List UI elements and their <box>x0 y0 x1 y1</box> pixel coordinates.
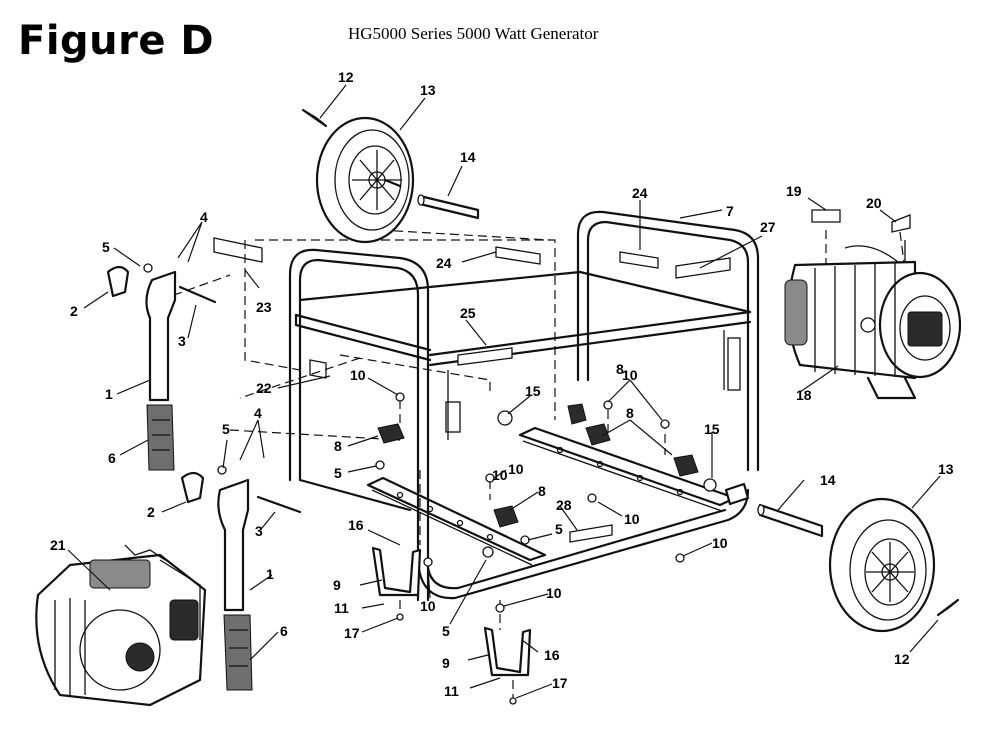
callout-6: 6 <box>280 623 288 639</box>
callout-15: 15 <box>525 383 541 399</box>
callout-numbers: 1 1 2 2 3 3 4 4 5 5 5 5 5 6 6 7 8 8 8 8 … <box>50 69 954 699</box>
callout-10: 10 <box>350 367 366 383</box>
callout-13: 13 <box>938 461 954 477</box>
callout-1: 1 <box>266 566 274 582</box>
cradle-rails <box>366 426 737 566</box>
axle-bottom <box>757 503 824 538</box>
wheel-top <box>315 116 415 244</box>
alternator <box>784 240 962 400</box>
callout-5: 5 <box>442 623 450 639</box>
diagram-title: HG5000 Series 5000 Watt Generator <box>348 24 599 43</box>
callout-9: 9 <box>333 577 341 593</box>
callout-7: 7 <box>726 203 734 219</box>
callout-3: 3 <box>255 523 263 539</box>
callout-2: 2 <box>147 504 155 520</box>
callout-16: 16 <box>348 517 364 533</box>
label-20 <box>891 214 911 233</box>
callout-25: 25 <box>460 305 476 321</box>
callout-18: 18 <box>796 387 812 403</box>
callout-4: 4 <box>254 405 262 421</box>
callout-1: 1 <box>105 386 113 402</box>
callout-27: 27 <box>760 219 776 235</box>
hardware <box>143 263 750 705</box>
callout-10: 10 <box>546 585 562 601</box>
callout-10: 10 <box>622 367 638 383</box>
callout-4: 4 <box>200 209 208 225</box>
callout-17: 17 <box>552 675 568 691</box>
callout-8: 8 <box>538 483 546 499</box>
callout-6: 6 <box>108 450 116 466</box>
callout-14: 14 <box>820 472 836 488</box>
callout-12: 12 <box>894 651 910 667</box>
callout-19: 19 <box>786 183 802 199</box>
callout-12: 12 <box>338 69 354 85</box>
callout-28: 28 <box>556 497 572 513</box>
callout-11: 11 <box>444 683 459 699</box>
callout-24: 24 <box>436 255 452 271</box>
callout-8: 8 <box>626 405 634 421</box>
handle-lower <box>180 471 302 691</box>
decals <box>213 209 911 543</box>
callout-21: 21 <box>50 537 66 553</box>
callout-8-top: 8 <box>616 361 624 377</box>
callout-5: 5 <box>555 521 563 537</box>
callout-15: 15 <box>704 421 720 437</box>
engine <box>35 544 207 707</box>
callout-10: 10 <box>624 511 640 527</box>
callout-24: 24 <box>632 185 648 201</box>
callout-2: 2 <box>70 303 78 319</box>
callout-16: 16 <box>544 647 560 663</box>
axle-top <box>417 194 480 220</box>
callout-10: 10 <box>420 598 436 614</box>
handle-upper <box>106 265 217 471</box>
callout-9: 9 <box>442 655 450 671</box>
cotter-pin-top <box>301 108 328 128</box>
callout-22: 22 <box>256 380 272 396</box>
callout-5: 5 <box>222 421 230 437</box>
callout-5: 5 <box>334 465 342 481</box>
callout-10: 10 <box>712 535 728 551</box>
callout-23: 23 <box>256 299 272 315</box>
main-frame <box>288 210 760 602</box>
figure-label: Figure D <box>18 18 215 64</box>
callout-3: 3 <box>178 333 186 349</box>
cotter-pin-bottom <box>936 598 960 617</box>
callout-20: 20 <box>866 195 882 211</box>
label-19 <box>811 209 841 223</box>
callout-8: 8 <box>334 438 342 454</box>
callout-10: 10 <box>508 461 524 477</box>
callout-5: 5 <box>102 239 110 255</box>
callout-14: 14 <box>460 149 476 165</box>
mount-parts <box>371 403 699 677</box>
callout-17: 17 <box>344 625 360 641</box>
leader-lines <box>67 84 941 699</box>
callout-13: 13 <box>420 82 436 98</box>
wheel-bottom <box>828 497 936 633</box>
callout-11: 11 <box>334 600 349 616</box>
callout-10-mid: 10 <box>492 467 508 483</box>
